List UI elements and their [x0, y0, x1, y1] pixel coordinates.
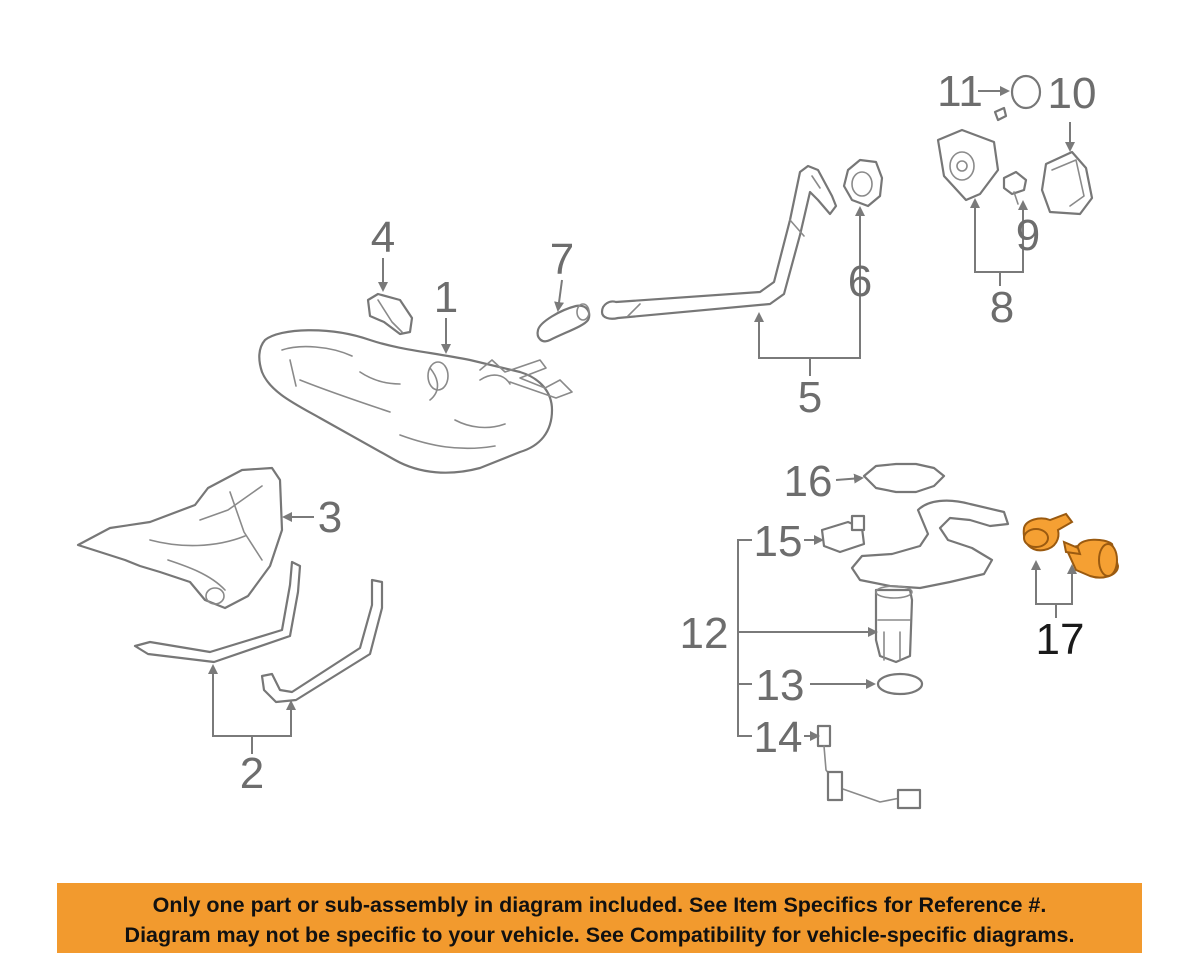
callout-13: 13 — [756, 661, 805, 710]
callout-10: 10 — [1048, 69, 1097, 118]
callout-11: 11 — [937, 67, 983, 116]
fuel-pump-module-part — [850, 499, 1010, 664]
callout-15: 15 — [754, 517, 803, 566]
highlighted-part-17 — [1022, 512, 1120, 579]
callout-17: 17 — [1036, 615, 1085, 664]
fuel-tank-part — [258, 329, 573, 474]
callout-5: 5 — [798, 373, 822, 422]
callout-2: 2 — [240, 749, 264, 798]
callout-9: 9 — [1016, 211, 1040, 260]
seal-ring-part — [876, 672, 924, 696]
bolt-part — [1002, 170, 1028, 205]
callout-7: 7 — [550, 235, 574, 284]
callout-14: 14 — [754, 713, 803, 762]
hose-part — [536, 303, 591, 343]
cap-part — [993, 74, 1042, 122]
bracket-part — [366, 292, 414, 336]
heat-shield-part — [76, 466, 284, 610]
filler-pipe-part — [600, 164, 838, 320]
callout-12: 12 — [680, 609, 729, 658]
callout-1: 1 — [434, 273, 458, 322]
leader-lines — [208, 86, 1077, 754]
callout-4: 4 — [371, 213, 395, 262]
tank-straps-part — [133, 560, 384, 704]
disclaimer-line-1: Only one part or sub-assembly in diagram… — [152, 893, 1047, 917]
disclaimer-banner: Only one part or sub-assembly in diagram… — [57, 883, 1142, 953]
callout-labels: 1 2 3 4 5 6 7 8 9 10 11 12 13 14 15 16 1… — [240, 67, 1097, 798]
fuel-door-housing-part — [936, 128, 1000, 202]
callout-16: 16 — [784, 457, 833, 506]
fuel-sender-part — [816, 724, 922, 810]
disclaimer-line-2: Diagram may not be specific to your vehi… — [124, 923, 1075, 947]
parts-diagram: 1 2 3 4 5 6 7 8 9 10 11 12 13 14 15 16 1… — [76, 67, 1120, 810]
lock-ring-part — [862, 462, 946, 494]
gasket-part — [842, 158, 884, 208]
connector-part — [820, 514, 866, 554]
cap-ring-part — [1040, 150, 1094, 216]
callout-6: 6 — [848, 257, 872, 306]
callout-8: 8 — [990, 283, 1014, 332]
callout-3: 3 — [318, 493, 342, 542]
